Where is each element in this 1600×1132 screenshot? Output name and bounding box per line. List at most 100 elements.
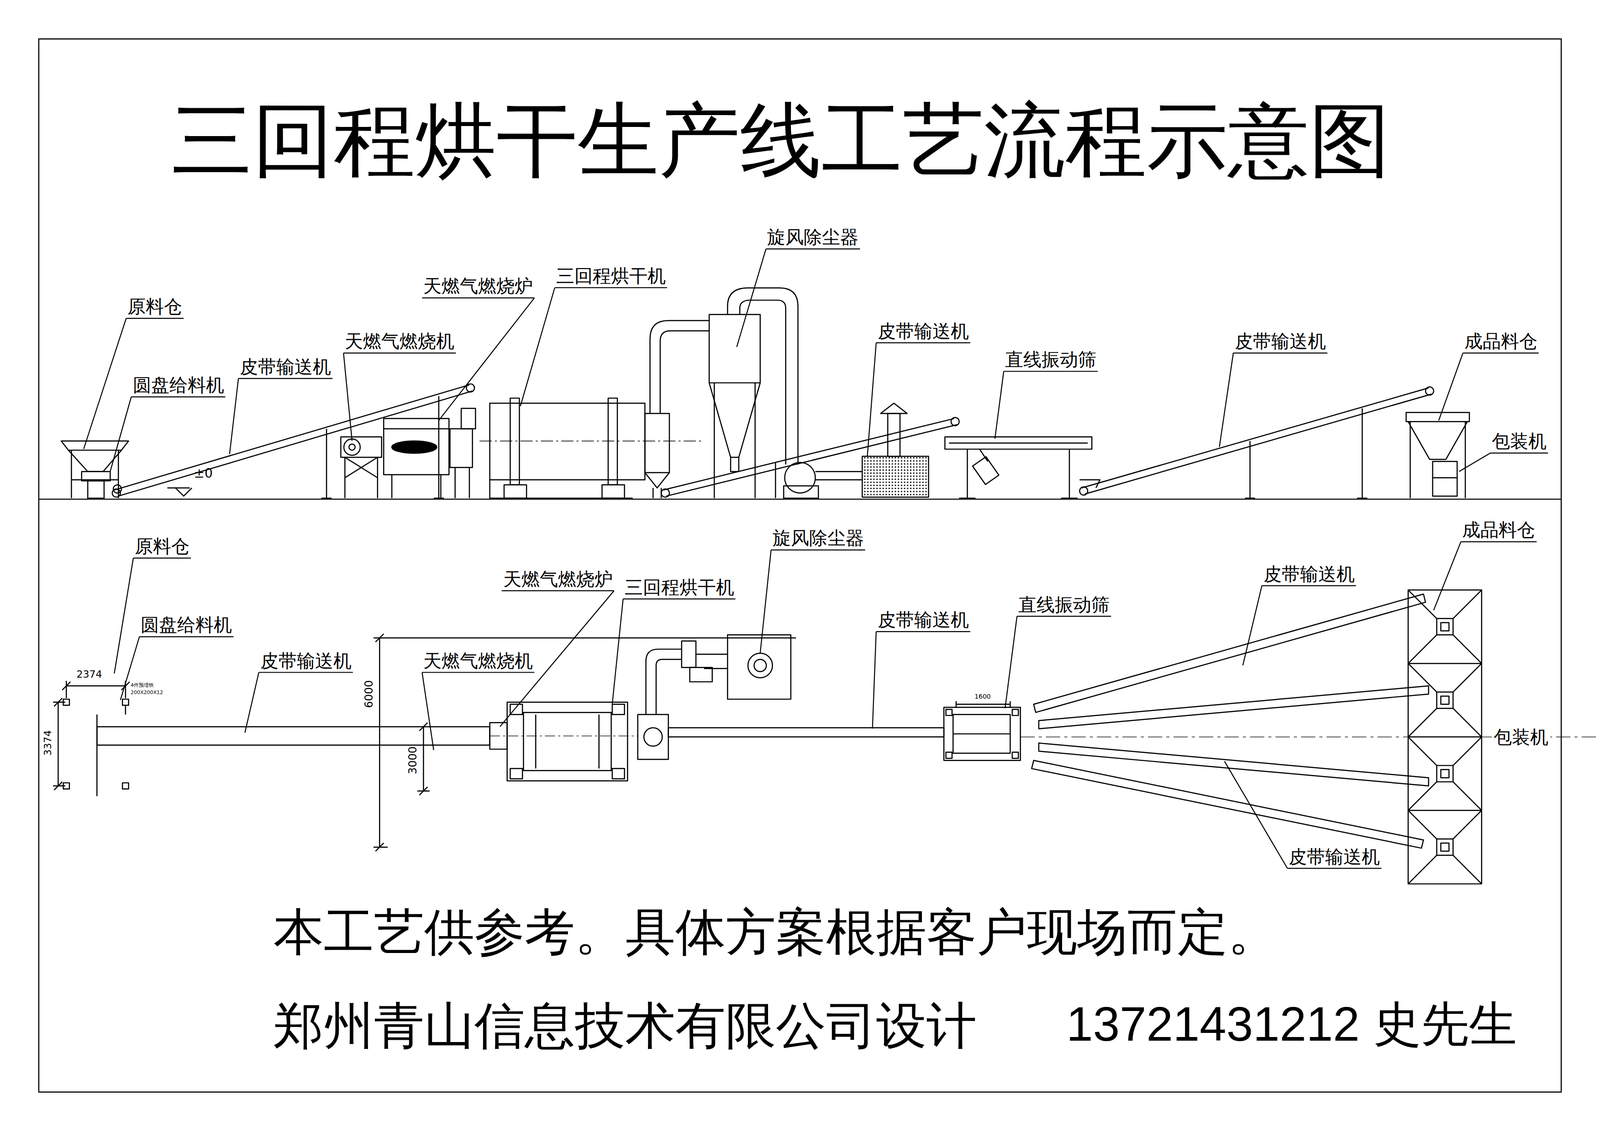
dryer-plan xyxy=(612,704,625,715)
equipment-label: 圆盘给料机 xyxy=(132,374,225,396)
leader-line xyxy=(83,318,127,449)
cyclone-plan xyxy=(689,667,713,682)
leader-line xyxy=(1005,616,1017,709)
triple-pass-dryer xyxy=(601,484,625,499)
gas-burner xyxy=(340,436,382,458)
discharge-hood xyxy=(644,413,670,473)
gas-furnace xyxy=(383,428,449,430)
company-text: 郑州青山信息技术有限公司设计 xyxy=(273,996,977,1055)
air-duct xyxy=(650,320,710,414)
finished-product-bin xyxy=(1408,421,1468,499)
leader-line xyxy=(876,342,971,344)
equipment-label: 旋风除尘器 xyxy=(772,527,864,549)
leader-line xyxy=(131,396,226,398)
equipment-label: 皮带输送机 xyxy=(260,650,352,672)
belt-conveyor-plan xyxy=(1031,594,1429,848)
finished-bin-plan xyxy=(1436,618,1453,636)
equipment-label: 天燃气燃烧炉 xyxy=(503,568,613,590)
leader-line xyxy=(1242,585,1263,666)
leader-line xyxy=(421,671,535,673)
equipment-label: 圆盘给料机 xyxy=(140,614,232,636)
dimension-text: 6000 xyxy=(363,679,376,708)
screen-plan xyxy=(943,707,1021,761)
leader-line xyxy=(1262,584,1357,586)
leader-line xyxy=(1490,452,1548,454)
equipment-label: 包装机 xyxy=(1491,726,1551,748)
dryer-plan xyxy=(535,714,600,769)
leader-line xyxy=(1433,541,1462,611)
finished-bin-plan xyxy=(1408,589,1482,885)
line-work xyxy=(38,38,1597,1092)
raw-material-bin-plan xyxy=(122,782,129,789)
belt-conveyor xyxy=(114,384,473,497)
leader-line xyxy=(771,549,866,551)
equipment-label: 原料仓 xyxy=(134,535,190,557)
cyclone-plan xyxy=(747,653,773,679)
packaging-machine xyxy=(1432,461,1458,496)
leader-line xyxy=(258,671,353,673)
triple-pass-dryer xyxy=(608,398,618,485)
cyclone-plan xyxy=(637,634,791,760)
belt-conveyor-plan xyxy=(1038,742,1429,786)
belt-conveyor xyxy=(774,462,776,499)
equipment-label: 成品料仓 xyxy=(1462,519,1536,541)
leader-line xyxy=(244,672,259,733)
induced-draft-fan xyxy=(783,485,819,499)
equipment-label: 包装机 xyxy=(1491,430,1547,452)
dimension-text: 3000 xyxy=(406,746,420,774)
leader-line xyxy=(139,636,234,637)
raw-material-bin-plan xyxy=(122,699,129,706)
ground-datum-mark xyxy=(167,488,192,497)
belt-conveyor xyxy=(112,384,475,499)
finished-product-bin xyxy=(1405,412,1470,499)
leader-line xyxy=(1003,370,1098,372)
leader-line xyxy=(1224,761,1288,869)
cyclone-plan xyxy=(727,634,791,700)
note-text: 200X200X12 xyxy=(130,689,164,696)
cyclone-plan xyxy=(637,714,669,760)
drawing-title: 三回程烘干生产线工艺流程示意图 xyxy=(171,94,1391,188)
gas-furnace xyxy=(391,441,437,454)
cyclone-plan xyxy=(753,659,767,672)
raw-material-bin-plan xyxy=(63,699,129,796)
leader-line xyxy=(872,631,877,729)
equipment-label: 皮带输送机 xyxy=(239,356,332,378)
finished-product-bin xyxy=(1405,412,1470,422)
leader-line xyxy=(229,378,239,455)
equipment-label: 皮带输送机 xyxy=(1234,330,1327,352)
equipment-label: 直线振动筛 xyxy=(1005,348,1097,370)
triple-pass-dryer xyxy=(479,440,705,442)
belt-conveyor xyxy=(321,395,444,498)
dryer-plan xyxy=(489,702,638,781)
note-text: 本工艺供参考。具体方案根据客户现场而定。 xyxy=(273,903,1279,962)
dimension-text: 3374 xyxy=(42,730,54,756)
linear-vibrating-screen xyxy=(959,449,1078,499)
leader-line xyxy=(1463,352,1539,354)
finished-bin-plan xyxy=(1408,589,1482,885)
finished-bin-plan xyxy=(1440,695,1449,705)
gas-furnace xyxy=(383,408,476,499)
dust-box xyxy=(862,403,929,498)
cyclone-dust-collector xyxy=(709,314,761,384)
dimension-line xyxy=(52,680,130,790)
cyclone-plan xyxy=(695,654,728,669)
belt-conveyor xyxy=(1079,386,1434,499)
belt-conveyor xyxy=(661,489,670,498)
discharge-hood xyxy=(644,413,670,498)
leader-line xyxy=(994,371,1004,439)
gas-furnace xyxy=(383,418,449,475)
drawing-frame xyxy=(38,498,1562,500)
belt-conveyor xyxy=(1081,388,1432,495)
raw-material-bin-plan xyxy=(96,705,126,797)
air-duct xyxy=(650,320,710,414)
dryer-plan xyxy=(510,768,523,779)
triple-pass-dryer xyxy=(489,403,646,480)
screen-plan xyxy=(952,733,1011,735)
equipment-label: 三回程烘干机 xyxy=(556,265,666,287)
leader-line xyxy=(1016,615,1111,617)
induced-draft-fan xyxy=(784,462,816,494)
discharge-hood xyxy=(644,472,670,499)
dimension-text: 1600 xyxy=(974,692,991,700)
leader-line xyxy=(114,557,134,674)
dryer-plan xyxy=(489,735,638,737)
